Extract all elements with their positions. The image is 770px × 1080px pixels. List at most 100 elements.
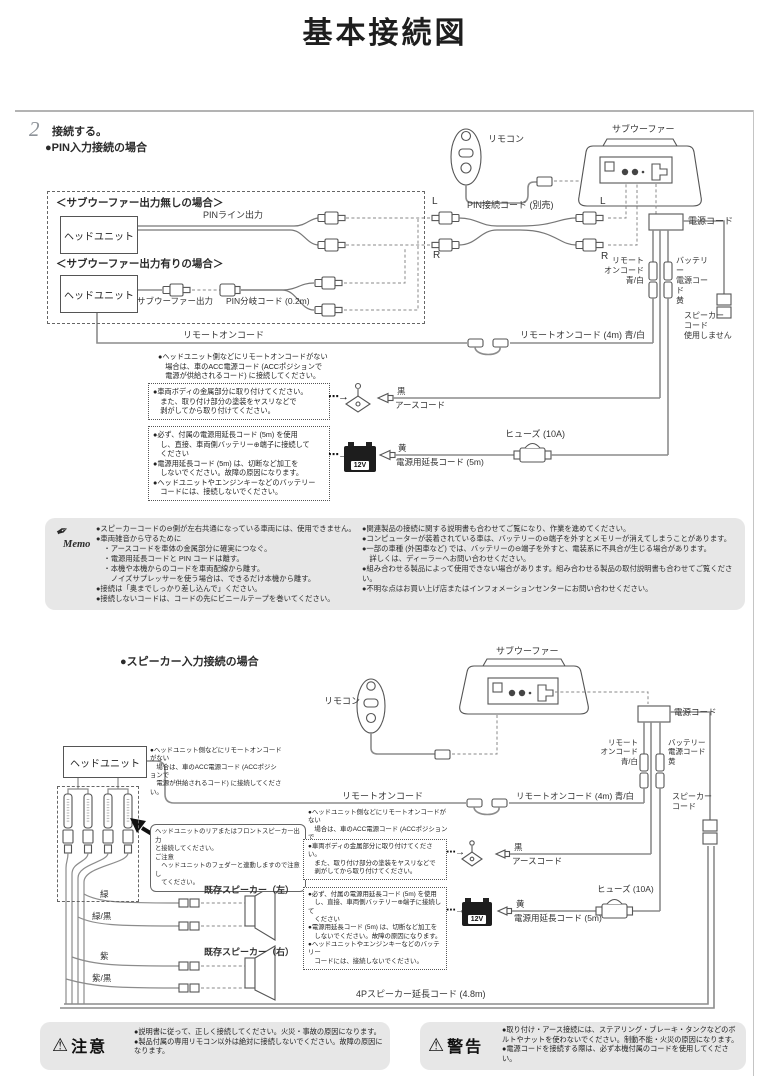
power-cord-block-1: [648, 213, 732, 455]
power-cord-label-2: 電源コード: [674, 707, 717, 717]
r-label-left: R: [433, 250, 441, 261]
l-label-left: L: [432, 196, 438, 207]
caution-panel: [40, 1022, 390, 1070]
remote-on-4m-label-2: リモートオンコード (4m) 青/白: [516, 791, 635, 801]
acc-note-2a: ●ヘッドユニット側などにリモートオンコードがない 場合は、車のACC電源コード …: [150, 747, 282, 796]
fuse-label-1: ヒューズ (10A): [505, 429, 566, 439]
power-extension-group-1: [378, 442, 668, 463]
battery-terminal: [465, 898, 471, 903]
battery-body: 12V: [344, 446, 376, 472]
page-title: 基本接続図: [302, 17, 468, 50]
earth-cord-group-1: [345, 382, 660, 413]
port-connection-dashes: [608, 184, 657, 246]
pin-line-output-cable: [136, 211, 430, 252]
battery-icon-1: 12V: [344, 442, 376, 472]
power-cord-block-2: [637, 705, 718, 911]
speaker-connector-box: [57, 786, 139, 902]
warning-title-text: 警告: [447, 1039, 484, 1056]
memo-tag: Memo: [63, 539, 91, 550]
remote-on-short-label-2: リモート オンコード 青/白: [600, 738, 639, 766]
section-heading-pin: ●PIN入力接続の場合: [45, 142, 147, 154]
battery-icon-2: 12V: [462, 898, 492, 926]
memo-right-text: ●関連製品の接続に関する説明書も合わせてご覧になり、作業を進めてください。 ●コ…: [362, 524, 733, 593]
remote-on-cord-label-2: リモートオンコード: [342, 791, 424, 801]
top-divider: [15, 110, 753, 112]
pin-line-out-label: PINライン出力: [203, 210, 264, 220]
battery-terminal: [348, 442, 354, 447]
speaker-4p-cord-label: 4Pスピーカー延長コード (4.8m): [356, 989, 486, 999]
purple-black-wire-label: 紫/黒: [92, 973, 112, 983]
page-edge-line: [753, 110, 754, 1076]
acc-note-1: ●ヘッドユニット側などにリモートオンコードがない 場合は、車のACC電源コード …: [158, 352, 328, 380]
pin-connection-cable: [431, 211, 604, 252]
remote-on-cord-line-2: [135, 760, 644, 816]
warning-title: ⚠ 警告: [428, 1033, 483, 1057]
battery-short-label-1: バッテリー 電源コード 黄: [676, 256, 708, 305]
battery-voltage: 12V: [350, 461, 370, 470]
dotted-arrow-icon: ⋯→: [328, 449, 349, 461]
battery-terminal: [366, 442, 372, 447]
power-extension-group-2: [496, 898, 660, 919]
subwoofer-label: サブウーファー: [612, 124, 675, 134]
step-label: 接続する。: [52, 126, 107, 138]
subwoofer-label-2: サブウーファー: [496, 646, 559, 656]
black-label-2: 黒: [514, 842, 523, 852]
speaker-icon-left: [244, 883, 276, 941]
pin-branch-label: PIN分岐コード (0.2m): [226, 296, 310, 306]
remote-label: リモコン: [488, 134, 525, 144]
speaker-icon-right: [244, 945, 276, 1001]
r-label-right: R: [601, 251, 609, 262]
memo-left-text: ●スピーカーコードの⊖側が左右共通になっている車両には、使用できません。 ●車両…: [96, 524, 356, 603]
earth-cord-label-2: アースコード: [512, 856, 563, 866]
caution-text: ●説明書に従って、正しく接続してください。火災・事故の原因になります。 ●製品付…: [134, 1027, 383, 1056]
warning-panel: [420, 1022, 746, 1070]
subwoofer-icon: [578, 138, 702, 207]
step-number: 2: [29, 117, 40, 141]
speaker-input-connectors: [62, 776, 245, 1004]
speaker-cord-unused-label: スピーカー コード 使用しません: [684, 311, 732, 340]
existing-speaker-left-label: 既存スピーカー（左）: [204, 885, 295, 895]
pin-branch-cable: [136, 219, 419, 317]
head-unit-box-2: ヘッドユニット: [60, 275, 138, 313]
speaker-extension-4p-line: [60, 846, 715, 1009]
caution-title: ⚠ 注意: [52, 1033, 107, 1057]
power-ext-label-2: 電源用延長コード (5m): [514, 913, 602, 923]
remote-on-short-label-1: リモート オンコード 青/白: [604, 256, 644, 285]
ground-note-box-1: ●車両ボディの金属部分に取り付けてください。 また、取り付け部分の塗装をヤスリな…: [148, 383, 330, 420]
remote-control-icon-2: [356, 678, 498, 760]
dotted-arrow-icon: ⋯→: [446, 847, 465, 858]
ground-note-box-2: ●車両ボディの金属部分に取り付けてください。 また、取り付け部分の塗装をヤスリな…: [303, 839, 447, 881]
section-heading-speaker: ●スピーカー入力接続の場合: [120, 656, 259, 668]
remote-control-icon: [450, 128, 599, 204]
battery-body: 12V: [462, 902, 492, 926]
power-ext-label-1: 電源用延長コード (5m): [396, 457, 484, 467]
battery-short-label-2: バッテリー 電源コード 黄: [668, 738, 706, 766]
purple-wire-label: 紫: [100, 951, 109, 961]
yellow-label-2: 黄: [516, 899, 525, 909]
case-with-label: ＜サブウーファー出力有りの場合＞: [56, 258, 224, 270]
head-unit-box-3: ヘッドユニット: [63, 746, 147, 778]
subwoofer-icon-2: [459, 658, 649, 715]
case-without-label: ＜サブウーファー出力無しの場合＞: [56, 197, 224, 209]
remote-on-cord-label-1: リモートオンコード: [183, 330, 265, 340]
caution-title-text: 注意: [71, 1039, 108, 1056]
dotted-arrow-icon: ⋯→: [328, 391, 349, 403]
pin-cord-label: PIN接続コード (別売): [467, 200, 554, 210]
rear-speaker-note: ヘッドユニットのリアまたはフロントスピーカー出力 と接続してください。 ご注意 …: [150, 824, 306, 892]
fuse-label-2: ヒューズ (10A): [597, 884, 654, 894]
remote-label-2: リモコン: [324, 696, 361, 706]
black-label-1: 黒: [397, 386, 406, 396]
dotted-arrow-icon: ⋯→: [446, 905, 465, 916]
battery-note-box-2: ●必ず、付属の電源用延長コード (5m) を使用 し、直接、車両側バッテリー⊕端…: [303, 887, 447, 970]
power-cord-label-1: 電源コード: [688, 216, 734, 226]
yellow-label-1: 黄: [398, 443, 407, 453]
l-label-right: L: [600, 196, 606, 207]
battery-terminal: [483, 898, 489, 903]
warning-triangle-icon: ⚠: [52, 1034, 69, 1055]
battery-voltage: 12V: [467, 915, 487, 924]
warning-triangle-icon: ⚠: [428, 1034, 445, 1055]
green-black-wire-label: 緑/黒: [92, 911, 112, 921]
head-unit-cases-box: [47, 191, 425, 324]
